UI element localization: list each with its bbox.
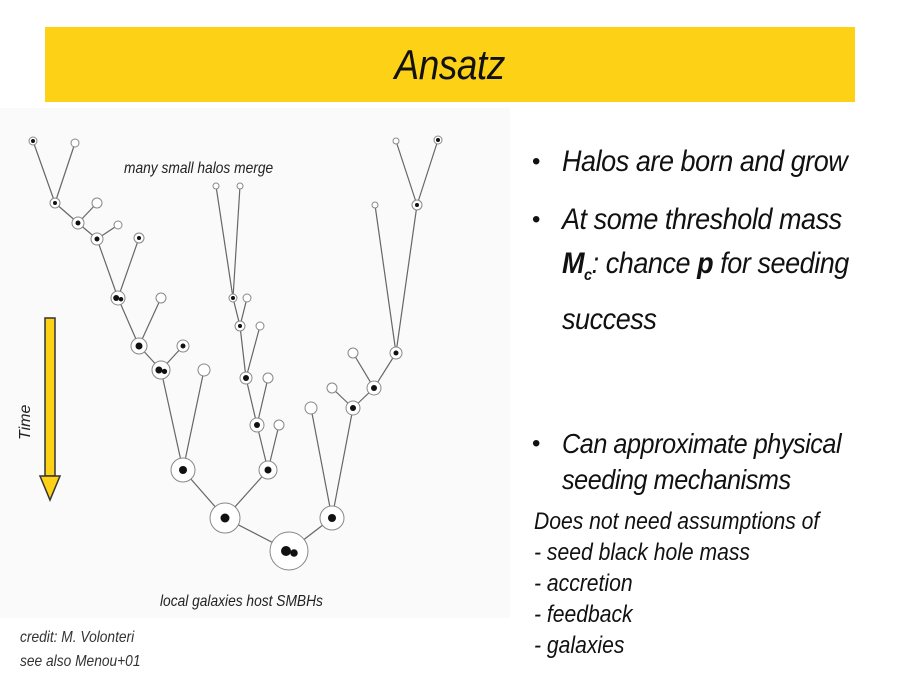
- halo-node: [236, 182, 244, 190]
- halo-node: [197, 363, 211, 377]
- black-hole-core: [179, 466, 187, 474]
- halo-node: [255, 321, 265, 331]
- title-bar: Ansatz: [45, 27, 855, 102]
- bullet-list: • Halos are born and grow • At some thre…: [530, 140, 890, 498]
- black-hole-core: [75, 220, 81, 226]
- black-hole-core: [290, 549, 298, 557]
- black-hole-core: [371, 385, 377, 391]
- notes-line-3: - accretion: [534, 570, 633, 597]
- black-hole-core: [328, 514, 336, 522]
- halo-node: [273, 419, 285, 431]
- time-axis-label: Time: [17, 404, 34, 440]
- black-hole-core: [155, 366, 163, 374]
- bullet-item: • At some threshold mass Mc: chance p fo…: [530, 198, 890, 342]
- notes-line-5: - galaxies: [534, 632, 625, 659]
- halo-node: [371, 201, 379, 209]
- black-hole-core: [254, 422, 260, 428]
- black-hole-core: [220, 513, 230, 523]
- black-hole-core: [415, 203, 419, 207]
- notes-line-4: - feedback: [534, 601, 633, 628]
- seeding-probability-symbol: p: [697, 247, 714, 280]
- black-hole-core: [238, 324, 242, 328]
- bullet-2-prefix: At some threshold mass: [562, 203, 842, 236]
- black-hole-core: [94, 236, 100, 242]
- bullet-dot: •: [532, 430, 540, 457]
- bullet-2-suffix: for seeding success: [562, 247, 849, 336]
- notes-line-1: Does not need assumptions of: [534, 508, 820, 535]
- bullet-text-2: At some threshold mass Mc: chance p for …: [562, 198, 868, 342]
- time-arrow: [38, 317, 62, 502]
- black-hole-core: [393, 350, 399, 356]
- bottom-caption: local galaxies host SMBHs: [160, 593, 323, 610]
- black-hole-core: [231, 296, 235, 300]
- black-hole-core: [243, 375, 249, 381]
- black-hole-core: [350, 405, 356, 411]
- halo-node: [304, 401, 318, 415]
- halo-nodes: [28, 135, 443, 571]
- halo-node: [70, 138, 80, 148]
- bullet-2-mid: : chance: [591, 247, 698, 280]
- halo-node: [347, 347, 359, 359]
- black-hole-core: [135, 342, 143, 350]
- merger-tree-panel: many small halos merge local galaxies ho…: [0, 108, 510, 618]
- merger-tree-diagram: [28, 135, 443, 571]
- black-hole-core: [31, 139, 35, 143]
- halo-node: [113, 220, 123, 230]
- halo-node: [155, 292, 167, 304]
- credit-line-1: credit: M. Volonteri: [20, 629, 135, 646]
- credit-line-2: see also Menou+01: [20, 653, 141, 670]
- bullet-item: • Halos are born and grow: [530, 140, 890, 184]
- black-hole-core: [180, 343, 186, 349]
- bullet-text-1: Halos are born and grow: [562, 145, 848, 178]
- threshold-mass-symbol: M: [562, 247, 585, 280]
- assumptions-note: Does not need assumptions of - seed blac…: [534, 506, 819, 661]
- credit: credit: M. Volonteri see also Menou+01: [20, 626, 140, 674]
- slide-title: Ansatz: [394, 40, 506, 88]
- halo-node: [326, 382, 338, 394]
- halo-node: [212, 182, 220, 190]
- bullet-dot: •: [532, 206, 540, 233]
- notes-line-2: - seed black hole mass: [534, 539, 750, 566]
- bullet-item: • Can approximate physical seeding mecha…: [530, 426, 890, 498]
- bullet-dot: •: [532, 148, 540, 175]
- halo-node: [262, 372, 274, 384]
- top-caption: many small halos merge: [124, 160, 274, 177]
- black-hole-core: [161, 368, 168, 375]
- halo-node: [392, 137, 400, 145]
- black-hole-core: [118, 296, 124, 302]
- black-hole-core: [281, 546, 291, 556]
- black-hole-core: [264, 466, 272, 474]
- black-hole-core: [113, 295, 120, 301]
- halo-node: [242, 293, 252, 303]
- threshold-mass-subscript: c: [584, 267, 592, 284]
- black-hole-core: [137, 236, 141, 240]
- halo-node: [91, 197, 103, 209]
- bullet-text-3: Can approximate physical seeding mechani…: [562, 428, 842, 495]
- black-hole-core: [53, 201, 57, 205]
- black-hole-core: [436, 138, 440, 142]
